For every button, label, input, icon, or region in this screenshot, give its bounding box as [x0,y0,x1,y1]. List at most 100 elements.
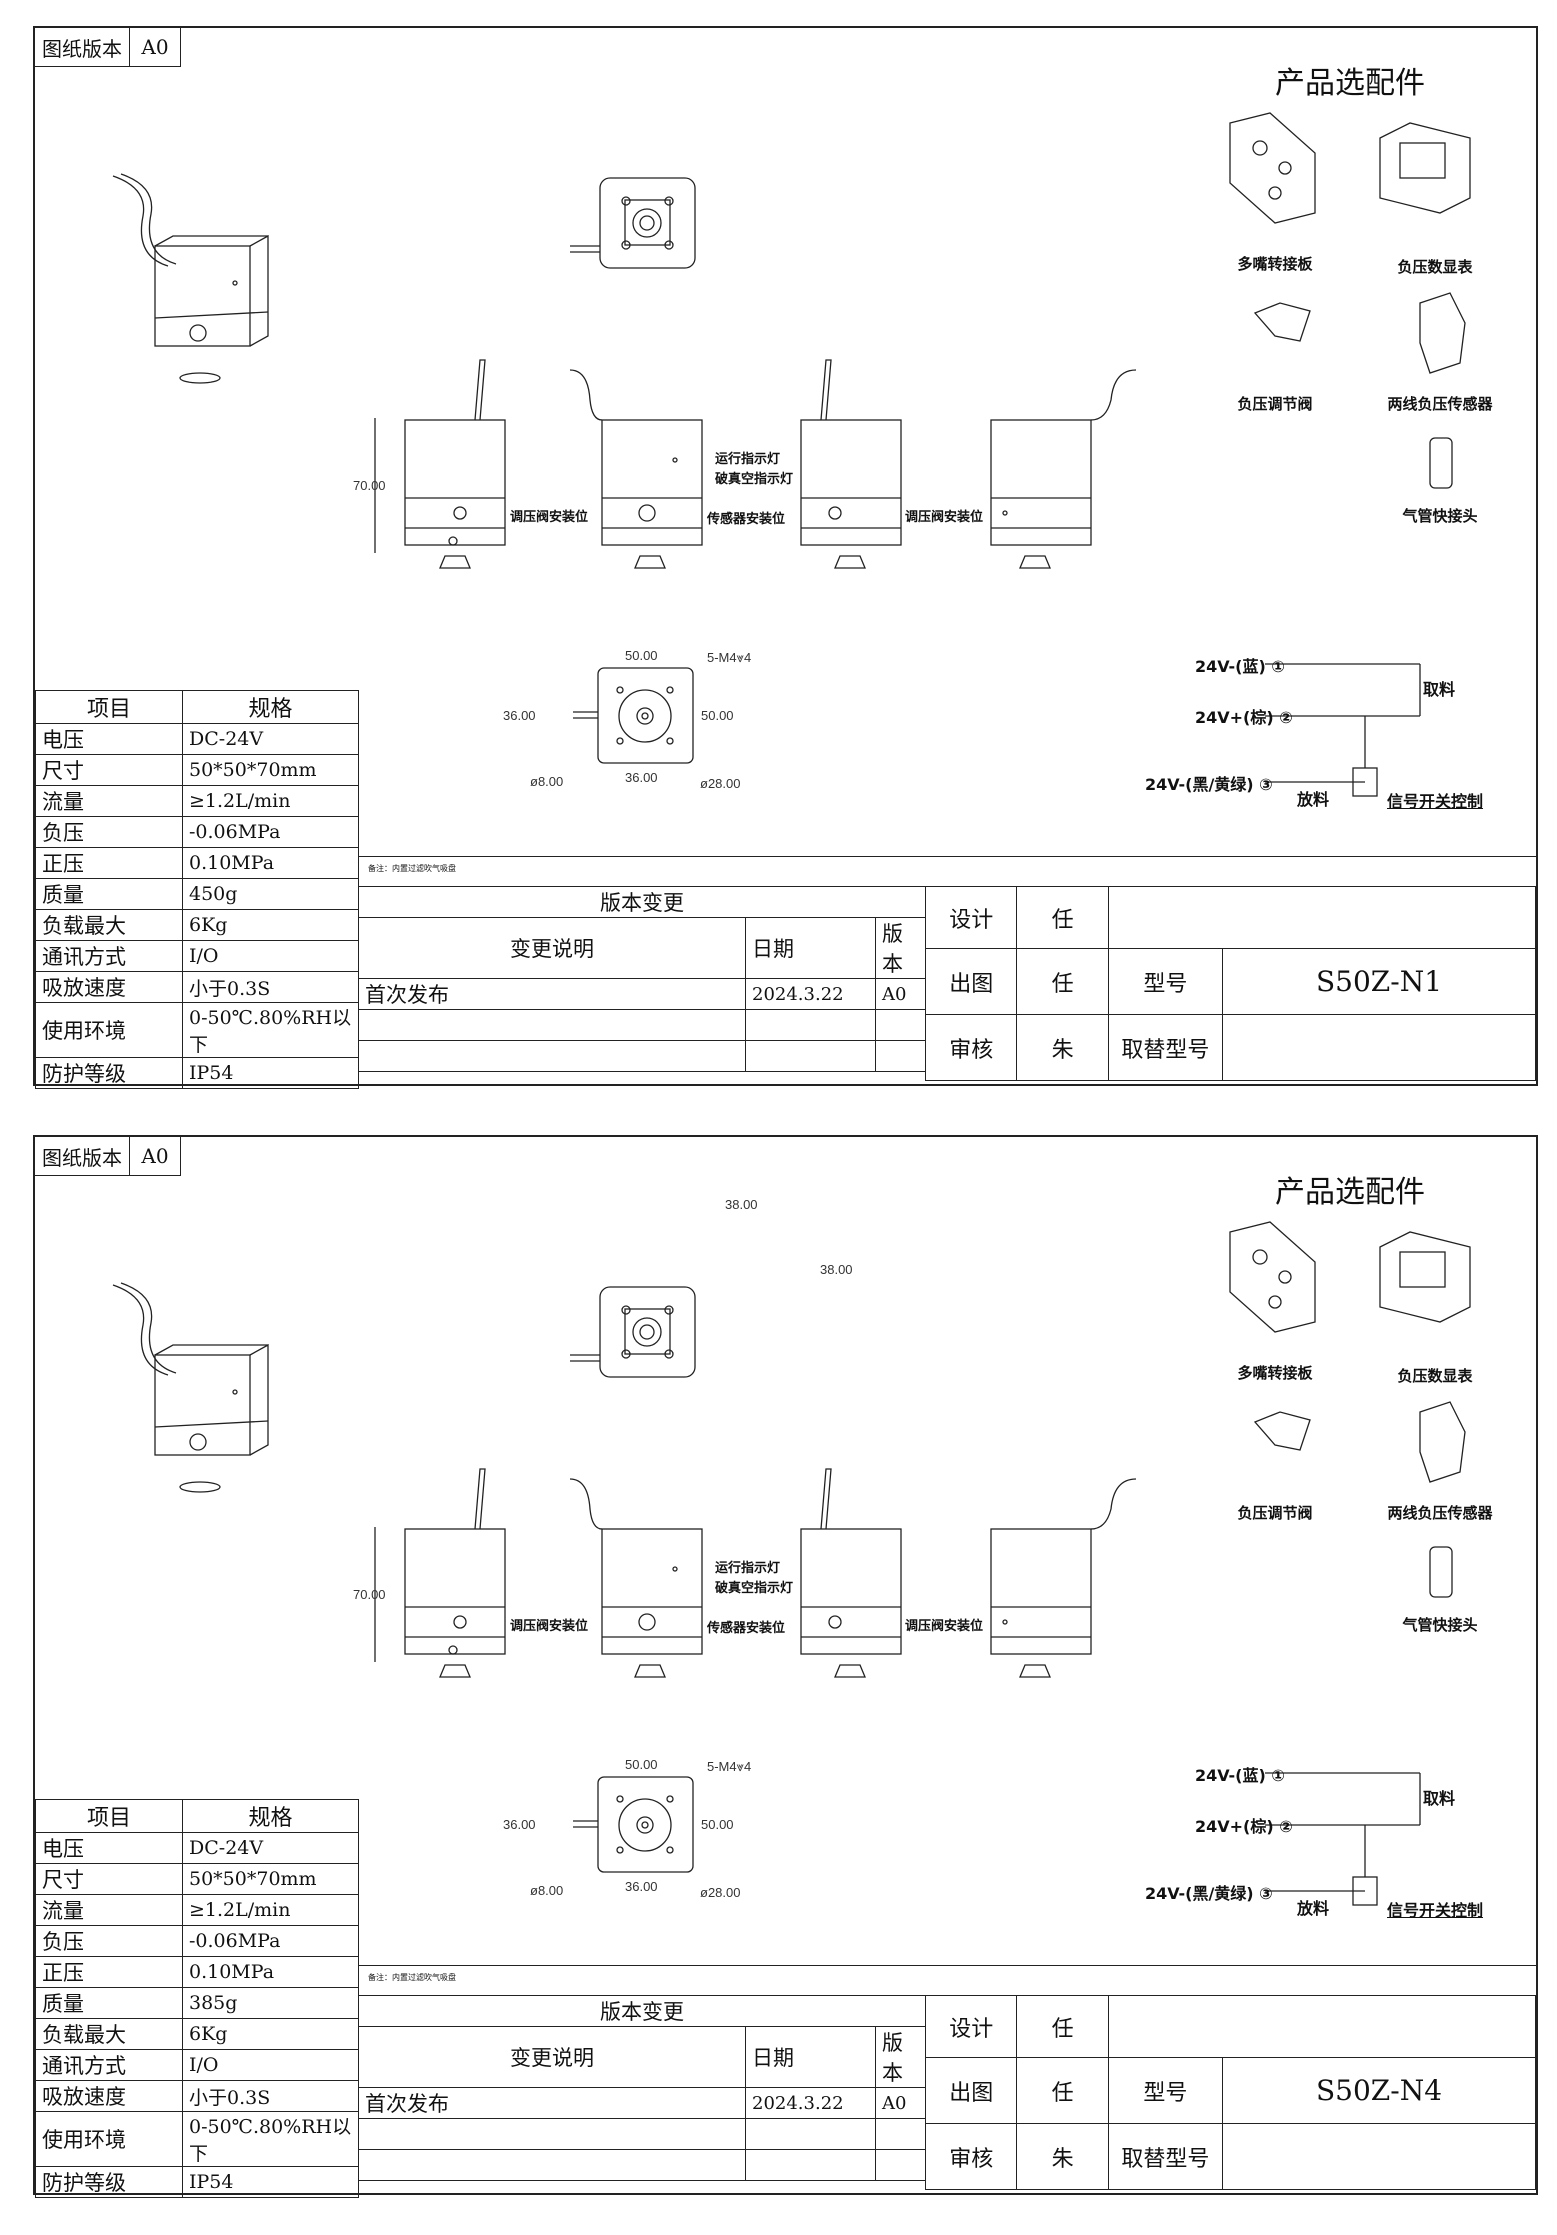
callout-run-light: 运行指示灯 [715,1561,781,1576]
callout-regulator-position: 调压阀安装位 [905,510,984,525]
spec-key: 负压 [35,816,183,848]
spec-key: 负载最大 [35,2018,183,2050]
spec-value: IP54 [182,2166,359,2198]
title-replace-label: 取替型号 [1107,2123,1224,2190]
dim-thread: 5-M4⩔4 [707,650,752,665]
dim-bottom-width: 36.00 [625,1879,658,1894]
accessories-title: 产品选配件 [1275,1175,1425,1210]
change-empty-cell [745,1040,876,1072]
dim-thread: 5-M4⩔4 [707,1759,752,1774]
spec-row: 负压-0.06MPa [35,1925,359,1957]
callout-sensor-position: 传感器安装位 [707,512,786,527]
spec-header-spec: 规格 [182,1799,359,1833]
spec-value: 0-50℃.80%RH以下 [182,1002,359,1058]
spec-key: 正压 [35,1956,183,1988]
spec-key: 质量 [35,1987,183,2019]
spec-value: DC-24V [182,723,359,755]
title-model: S50Z-N1 [1222,948,1536,1015]
spec-key: 使用环境 [35,1002,183,1058]
spec-value: 0-50℃.80%RH以下 [182,2111,359,2167]
title-review-by: 朱 [1016,2123,1109,2190]
accessory-icons [1229,1221,1471,1598]
note-text: 备注：内置过滤吹气吸盘 [368,1973,456,1982]
spec-value: 450g [182,878,359,910]
wiring-diagram [1265,1772,1421,1906]
dim-diameter-large: ø28.00 [700,1885,741,1900]
wire-label-1: 24V-(蓝) ① [1195,657,1285,676]
title-empty [1107,1995,1537,2058]
change-title: 版本变更 [358,886,926,918]
dim-top-width: 50.00 [625,648,658,663]
accessory-label: 多嘴转接板 [1237,255,1313,273]
change-empty-cell [875,2118,926,2150]
dim-diameter-small: ø8.00 [530,1883,564,1898]
dim-extra-width: 38.00 [725,1197,758,1212]
spec-row: 负压-0.06MPa [35,816,359,848]
title-replace-label: 取替型号 [1107,1014,1224,1081]
wire-release-label: 放料 [1297,1899,1330,1918]
title-design-label: 设计 [924,1995,1018,2058]
dim-side-height-2: 50.00 [701,1817,734,1832]
spec-key: 防护等级 [35,2166,183,2198]
title-design-label: 设计 [924,886,1018,949]
title-drawn-by: 任 [1016,948,1109,1015]
title-block: 设计 任 出图 任 型号 S50Z-N1 审核 朱 取替型号 [924,886,1537,1081]
spec-header-spec: 规格 [182,690,359,724]
title-drawn-label: 出图 [924,2057,1018,2124]
spec-value: I/O [182,2049,359,2081]
change-title: 版本变更 [358,1995,926,2027]
spec-value: IP54 [182,1057,359,1089]
change-row-ver: A0 [875,978,926,1010]
spec-key: 流量 [35,1894,183,1926]
spec-value: 50*50*70mm [182,1863,359,1895]
accessory-label: 负压数显表 [1397,1367,1473,1385]
callout-regulator-position: 调压阀安装位 [905,1619,984,1634]
title-empty [1107,886,1537,949]
spec-header-item: 项目 [35,1799,183,1833]
spec-key: 通讯方式 [35,2049,183,2081]
dim-diameter-small: ø8.00 [530,774,564,789]
title-replace [1222,2123,1536,2190]
version-value: A0 [141,35,169,59]
spec-value: ≥1.2L/min [182,1894,359,1926]
spec-key: 尺寸 [35,754,183,786]
change-empty-cell [875,1040,926,1072]
dim-top-width: 50.00 [625,1757,658,1772]
title-design-by: 任 [1016,886,1109,949]
wire-label-1: 24V-(蓝) ① [1195,1766,1285,1785]
version-label: 图纸版本 [35,28,130,66]
spec-key: 负载最大 [35,909,183,941]
dim-side-height: 36.00 [503,708,536,723]
spec-key: 使用环境 [35,2111,183,2167]
change-empty-cell [745,1009,876,1041]
callout-regulator-position: 调压阀安装位 [510,510,589,525]
title-review-label: 审核 [924,1014,1018,1081]
dim-bottom-width: 36.00 [625,770,658,785]
spec-value: 385g [182,1987,359,2019]
wire-release-label: 放料 [1297,790,1330,809]
top-view [570,177,696,269]
change-empty-cell [358,2118,746,2150]
change-col-desc: 变更说明 [358,2026,746,2088]
version-value: A0 [141,1144,169,1168]
title-design-by: 任 [1016,1995,1109,2058]
title-model-label: 型号 [1107,948,1224,1015]
accessory-label: 两线负压传感器 [1387,1504,1493,1522]
accessory-label: 负压调节阀 [1237,1504,1313,1522]
spec-value: -0.06MPa [182,816,359,848]
dim-extra-height: 38.00 [820,1262,853,1277]
divider-line [358,1965,1538,1966]
wire-label-2: 24V+(棕) ② [1195,708,1293,727]
change-row-date: 2024.3.22 [745,2087,876,2119]
spec-key: 通讯方式 [35,940,183,972]
side-views [374,359,1137,569]
change-row-desc: 首次发布 [358,978,746,1010]
